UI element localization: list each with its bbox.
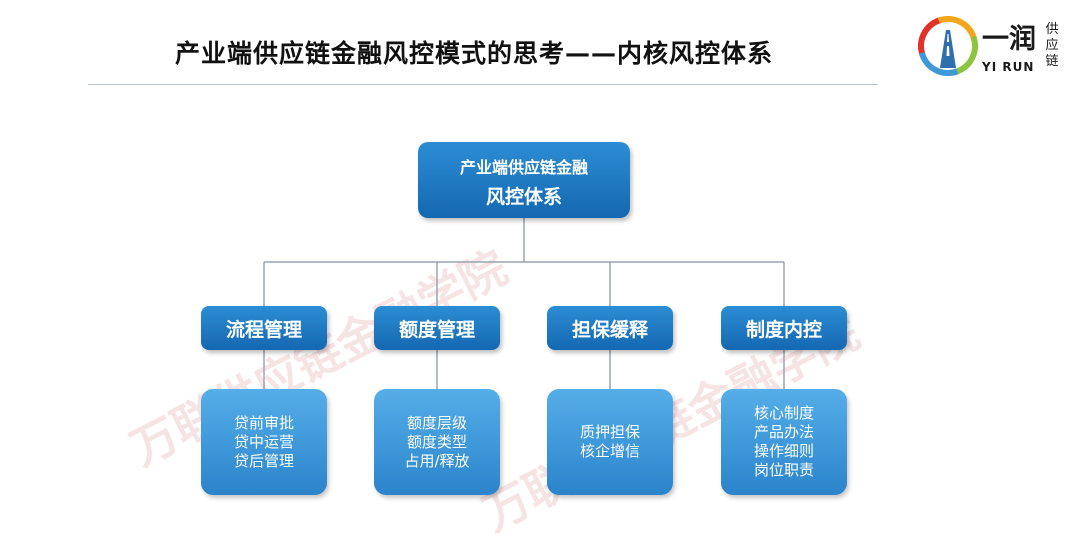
- title-divider: [88, 84, 878, 85]
- detail-item: 质押担保: [579, 423, 640, 441]
- logo-side-text: 供 应 链: [1044, 22, 1060, 70]
- category-node-internal-control: 制度内控: [721, 306, 847, 350]
- detail-item: 岗位职责: [753, 461, 814, 479]
- detail-item: 贷中运营: [233, 432, 294, 451]
- logo-side-char: 供: [1045, 22, 1059, 37]
- logo-english-name: YI RUN: [982, 60, 1035, 74]
- root-node-line1: 产业端供应链金融: [459, 158, 588, 177]
- category-node-guarantee: 担保缓释: [547, 306, 673, 350]
- detail-item: 核心制度: [753, 404, 814, 422]
- detail-item: 核企增信: [579, 442, 640, 460]
- detail-item: 产品办法: [753, 423, 814, 441]
- detail-item: 额度类型: [406, 432, 467, 451]
- road-circle-logo-icon: [918, 16, 978, 76]
- category-node-quota: 额度管理: [374, 306, 500, 350]
- logo-side-char: 链: [1045, 54, 1059, 69]
- root-node-line2: 风控体系: [485, 186, 562, 208]
- category-node-process: 流程管理: [201, 306, 327, 350]
- detail-item: 操作细则: [753, 442, 814, 460]
- detail-node-quota: 额度层级 额度类型 占用/释放: [374, 389, 500, 495]
- detail-node-guarantee: 质押担保 核企增信: [547, 389, 673, 495]
- detail-node-process: 贷前审批 贷中运营 贷后管理: [201, 389, 327, 495]
- detail-item: 占用/释放: [404, 451, 470, 470]
- detail-item: 贷前审批: [233, 413, 294, 432]
- yirun-logo: 一润 YI RUN 供 应 链: [918, 16, 1068, 78]
- root-node-risk-system: 产业端供应链金融 风控体系: [418, 142, 630, 218]
- logo-side-char: 应: [1045, 38, 1059, 53]
- logo-chinese-name: 一润: [982, 24, 1036, 55]
- detail-item: 额度层级: [406, 413, 467, 432]
- detail-node-internal-control: 核心制度 产品办法 操作细则 岗位职责: [721, 389, 847, 495]
- page-title: 产业端供应链金融风控模式的思考——内核风控体系: [175, 39, 774, 68]
- detail-item: 贷后管理: [233, 451, 294, 470]
